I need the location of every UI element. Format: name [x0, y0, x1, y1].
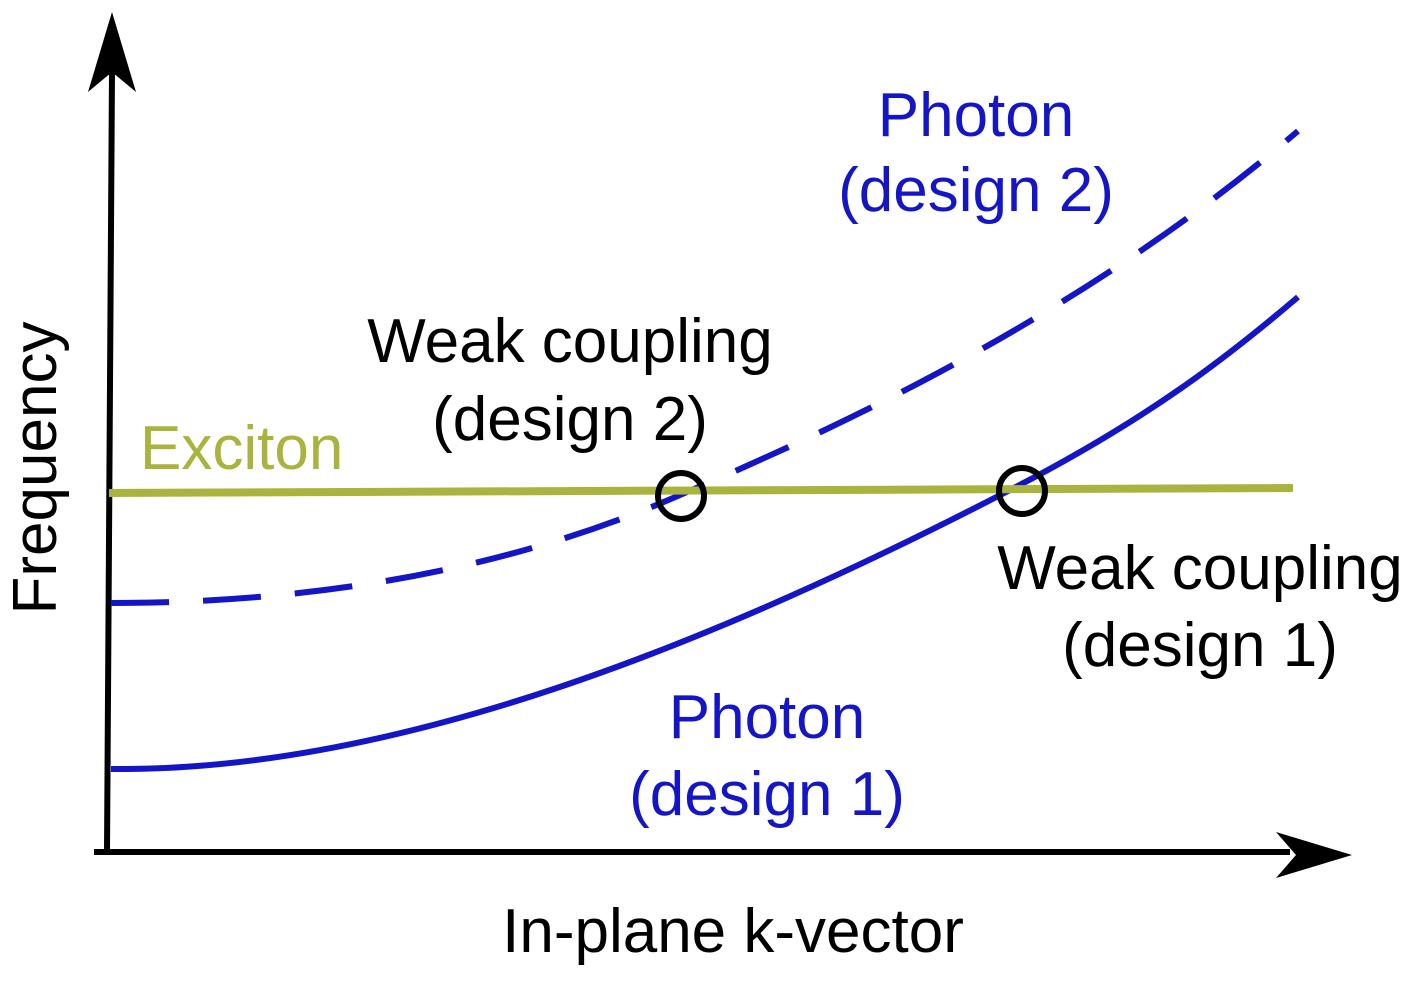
x-axis-arrowhead: [1276, 832, 1352, 878]
crossing-marker-design-2: [655, 470, 707, 522]
photon-design-2-label-line2: (design 2): [838, 156, 1114, 225]
photon-design-2-label-line1: Photon: [878, 81, 1075, 150]
exciton-label: Exciton: [140, 414, 343, 483]
y-axis-label: Frequency: [1, 322, 70, 615]
photon-design-1-label-line2: (design 1): [629, 760, 905, 829]
photon-design-2-curve: [110, 128, 1300, 606]
photon-design-1-curve: [110, 294, 1300, 773]
weak-coupling-design-1-label-line1: Weak coupling: [997, 534, 1403, 603]
crossing-marker-design-1: [996, 465, 1048, 517]
photon-design-1-label-line1: Photon: [669, 683, 866, 752]
weak-coupling-design-1-label-line2: (design 1): [1062, 611, 1338, 680]
weak-coupling-design-2-label-line2: (design 2): [432, 385, 708, 454]
weak-coupling-design-2-label-line1: Weak coupling: [367, 307, 773, 376]
x-axis-label: In-plane k-vector: [502, 897, 964, 966]
y-axis-arrowhead: [88, 12, 136, 92]
axes: [88, 12, 1352, 878]
y-axis-line: [104, 71, 115, 853]
